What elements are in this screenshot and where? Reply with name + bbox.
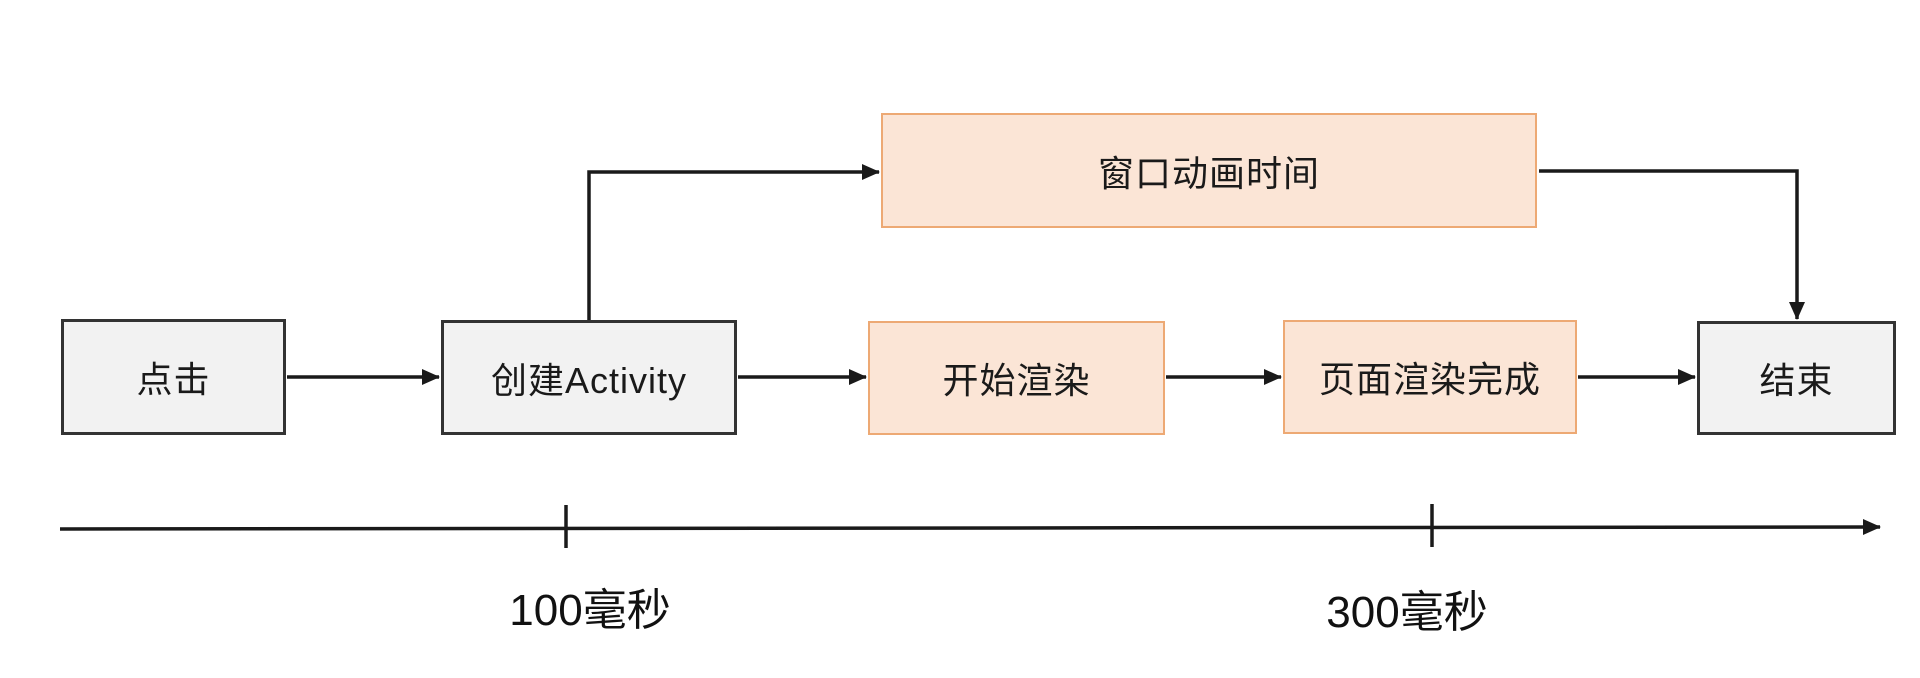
node-start-render-label: 开始渲染 [942, 360, 1091, 401]
node-start-render: 开始渲染 [868, 321, 1165, 435]
node-window-animation: 窗口动画时间 [881, 113, 1537, 228]
node-end: 结束 [1697, 321, 1896, 435]
node-create-activity-label: 创建Activity [490, 359, 687, 401]
arrow-create-activity-to-window-animation [587, 164, 880, 320]
arrow-window-animation-to-end [1539, 169, 1805, 320]
timeline-label-300ms: 300毫秒 [1326, 588, 1488, 637]
timeline-label-100ms: 100毫秒 [509, 586, 671, 635]
timeline-axis [59, 519, 1881, 536]
node-end-label: 结束 [1759, 360, 1834, 401]
node-render-complete: 页面渲染完成 [1283, 320, 1577, 434]
node-create-activity: 创建Activity [441, 320, 737, 435]
node-window-animation-label: 窗口动画时间 [1097, 152, 1320, 194]
node-click-label: 点击 [136, 359, 211, 400]
node-click: 点击 [61, 319, 286, 435]
node-render-complete-label: 页面渲染完成 [1318, 359, 1541, 400]
